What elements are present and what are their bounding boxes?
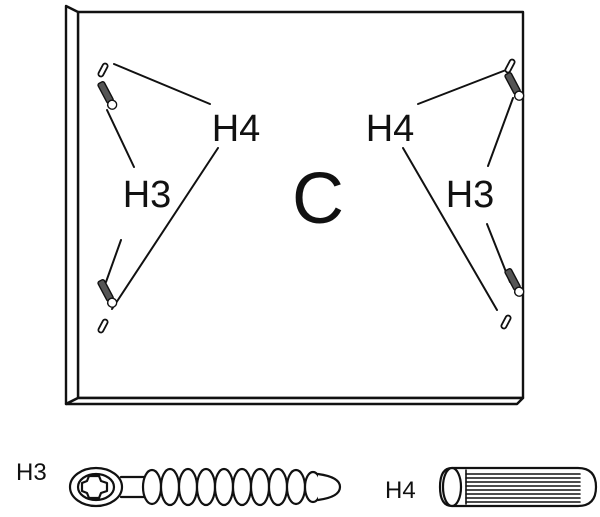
legend-h4-label: H4 [385, 477, 416, 504]
legend-h3-label: H3 [16, 459, 47, 486]
h3-screw-icon [68, 466, 342, 508]
leader-right-h4-bottom [402, 147, 498, 311]
panel-board [64, 4, 525, 406]
thread-ring [249, 467, 271, 507]
screw-icon [504, 72, 525, 101]
dowel-holes [97, 58, 516, 334]
leader-left-h4-bottom [111, 147, 219, 310]
dowel-grooves [465, 469, 581, 505]
hole-icon [504, 58, 516, 74]
thread-ring [213, 467, 235, 507]
callout-right-h4: H4 [366, 108, 415, 150]
leader-right-h4-top [417, 69, 507, 105]
h4-dowel-icon [438, 466, 598, 508]
hole-icon [97, 62, 109, 78]
callout-left-h3: H3 [123, 174, 172, 216]
thread-ring [159, 467, 181, 507]
callout-right-h3: H3 [446, 174, 495, 216]
leader-left-h3-top [106, 109, 135, 168]
thread-ring [231, 467, 253, 507]
thread-ring [267, 467, 289, 507]
panel-left-edge [64, 4, 80, 406]
panel-bottom-edge [64, 396, 525, 406]
leader-lines [105, 63, 514, 311]
callout-left-h4: H4 [212, 108, 261, 150]
dowel-end [441, 466, 463, 508]
screw-torx-recess [80, 474, 109, 500]
leader-left-h3-bottom [105, 239, 122, 283]
thread-ring [195, 467, 217, 507]
panel-screws [97, 72, 525, 308]
screw-icon [97, 81, 118, 110]
hole-icon [97, 318, 109, 334]
leader-left-h4-top [113, 63, 211, 105]
thread-ring [285, 468, 307, 506]
screw-icon [504, 268, 525, 297]
thread-ring [141, 468, 163, 506]
hole-icon [500, 314, 512, 330]
leader-right-h3-top [487, 97, 514, 167]
screw-shank [119, 475, 148, 499]
panel-label: C [292, 159, 344, 239]
thread-ring [177, 467, 199, 507]
screw-icon [97, 279, 118, 308]
screw-tip [316, 472, 342, 502]
